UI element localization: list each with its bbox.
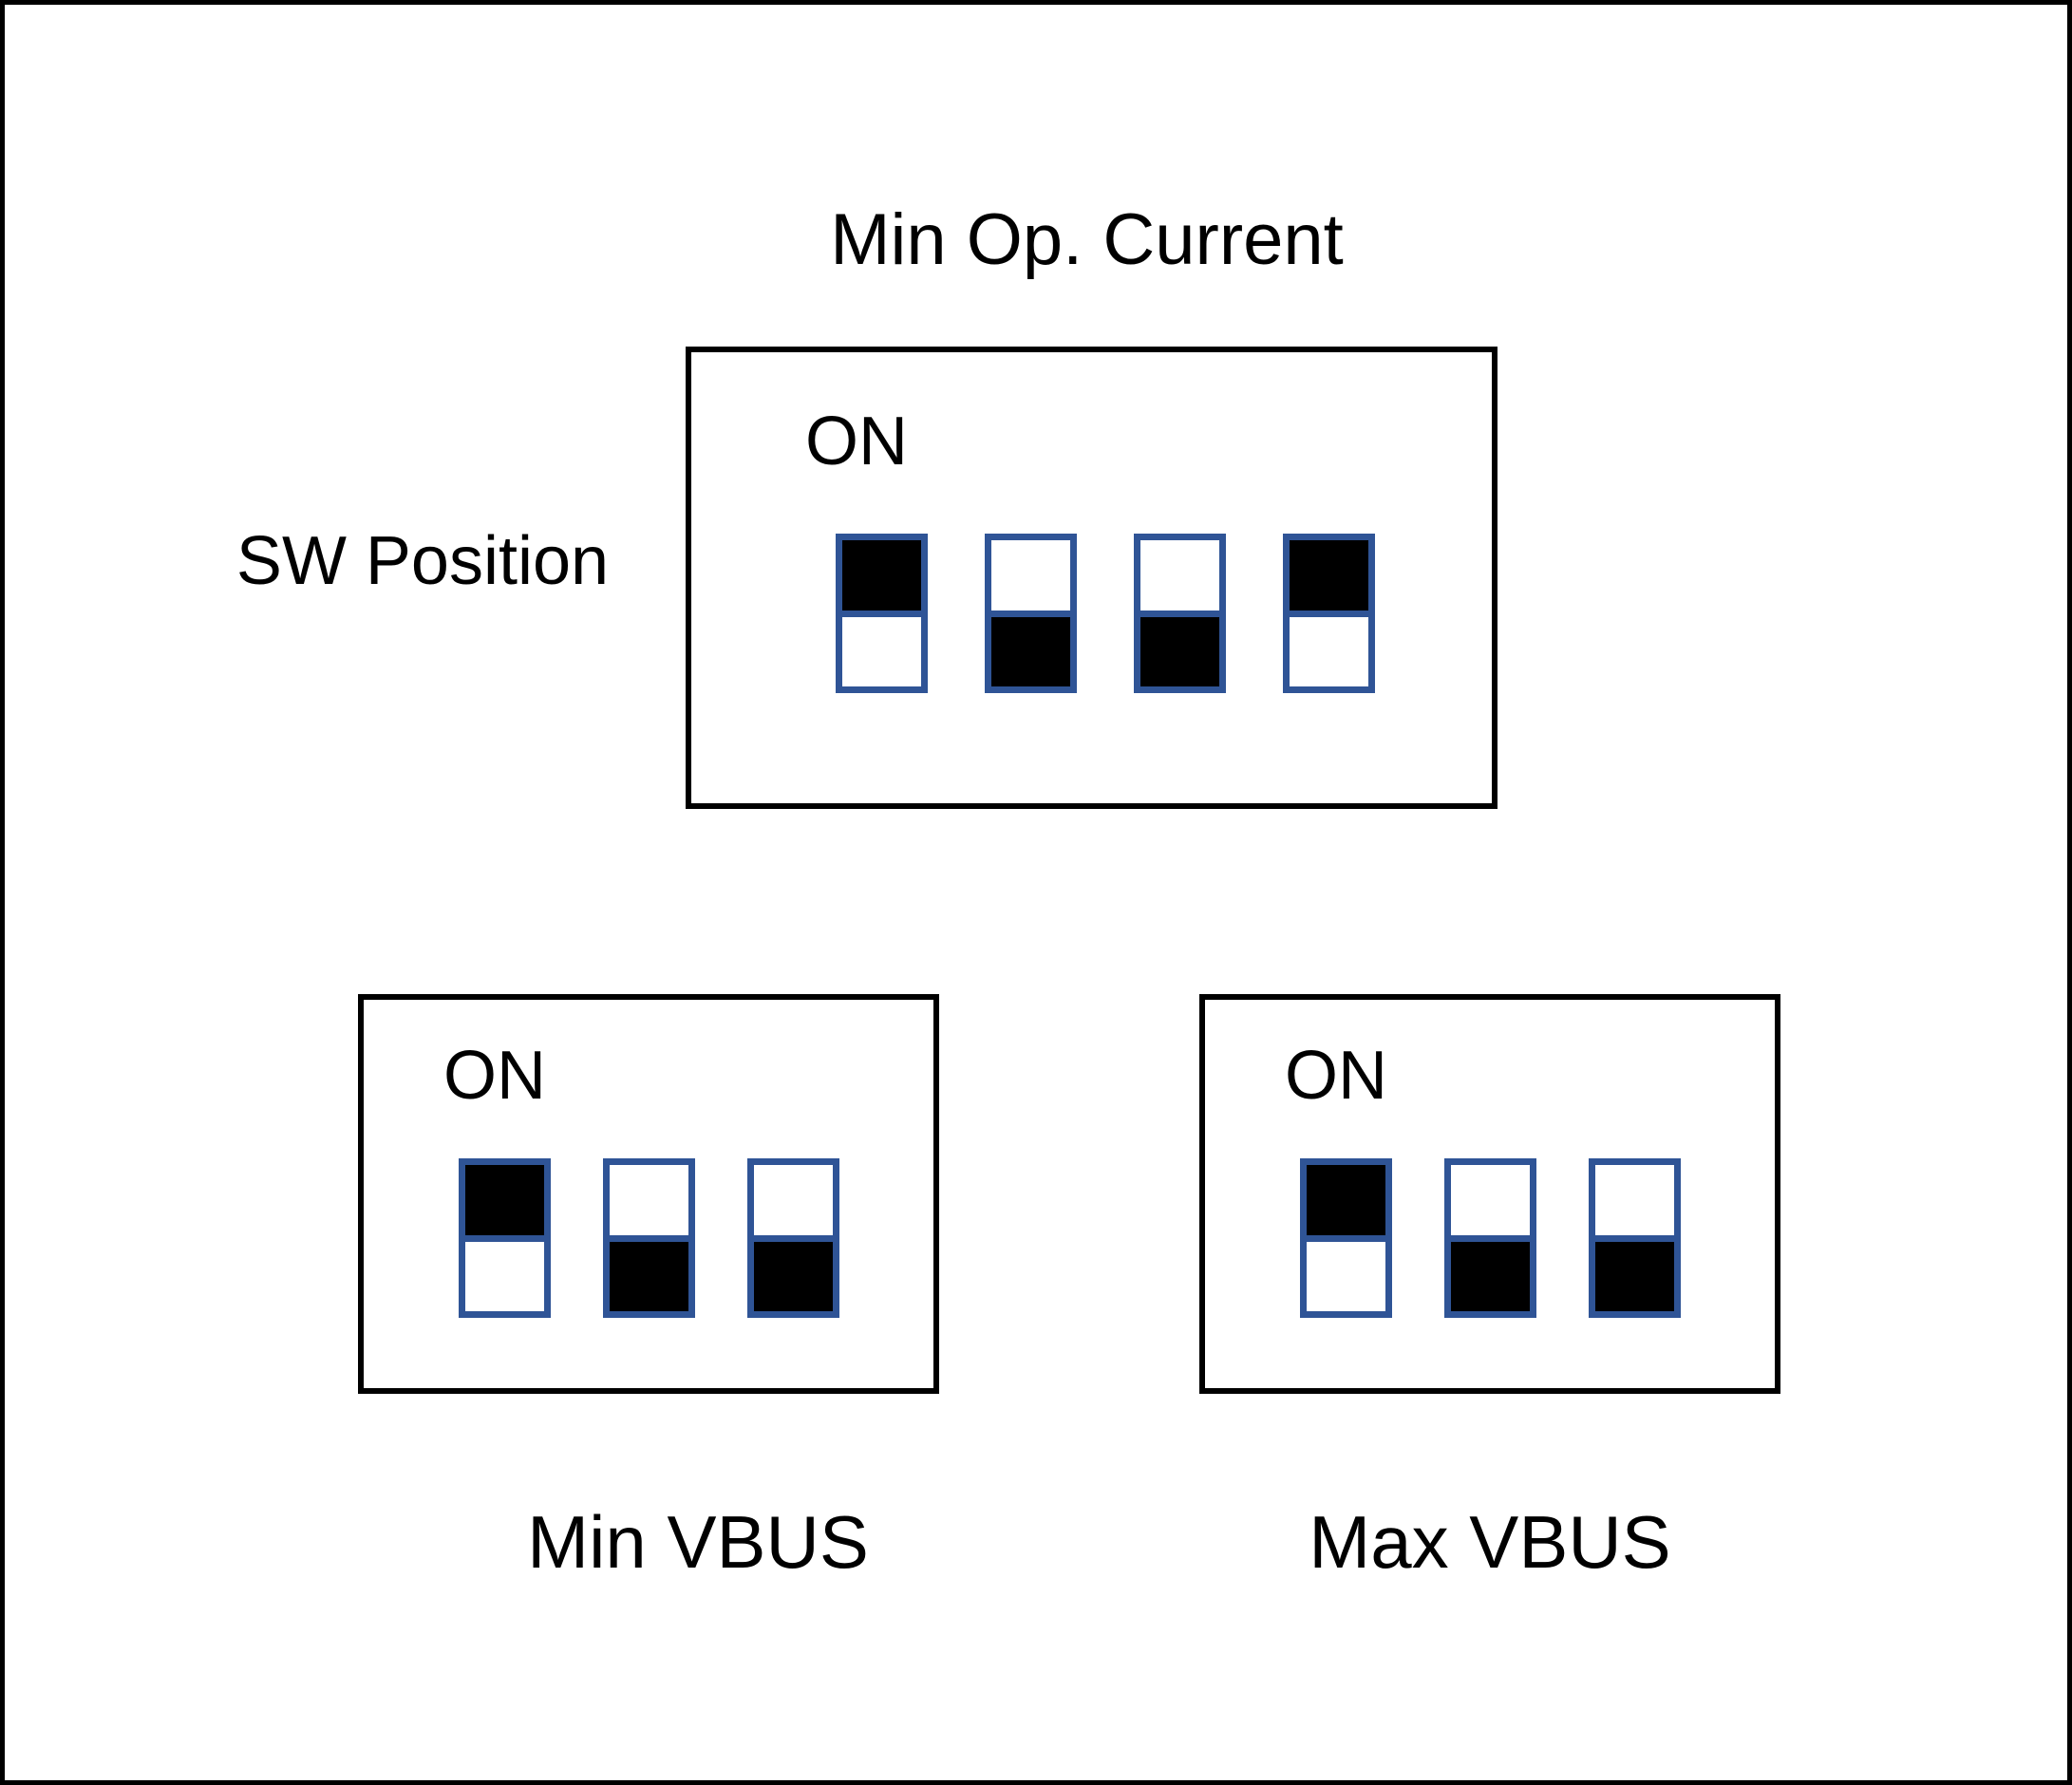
switch-box-min-vbus: ON: [358, 994, 939, 1394]
switch-box-max-vbus: ON: [1199, 994, 1780, 1394]
switch-cell-off-position: [1307, 1241, 1385, 1311]
switch-cell-on-position: [754, 1165, 833, 1242]
switch-cell-off-position: [1451, 1241, 1530, 1311]
switch-cell-on-position: [991, 540, 1070, 617]
dip-switch-1-up: [836, 534, 928, 693]
sw-position-label: SW Position: [235, 523, 610, 599]
switch-cell-off-position: [991, 616, 1070, 686]
switch-cell-off-position: [610, 1241, 688, 1311]
dip-switch-3-down: [747, 1158, 839, 1318]
dip-switch-2-down: [1444, 1158, 1536, 1318]
switch-cell-off-position: [842, 616, 921, 686]
on-label: ON: [443, 1038, 546, 1114]
switch-cell-on-position: [1290, 540, 1368, 617]
dip-switch-3-down: [1134, 534, 1226, 693]
switch-row-min-op-current: [836, 534, 1375, 693]
switch-cell-on-position: [1307, 1165, 1385, 1242]
switch-cell-on-position: [842, 540, 921, 617]
min-vbus-caption: Min VBUS: [527, 1500, 869, 1584]
top-panel-title: Min Op. Current: [830, 199, 1344, 280]
on-label: ON: [805, 404, 908, 479]
switch-cell-off-position: [1140, 616, 1219, 686]
dip-switch-2-down: [603, 1158, 695, 1318]
switch-cell-on-position: [1140, 540, 1219, 617]
switch-cell-off-position: [754, 1241, 833, 1311]
dip-switch-3-down: [1589, 1158, 1681, 1318]
switch-row-max-vbus: [1300, 1158, 1681, 1318]
switch-cell-on-position: [1595, 1165, 1674, 1242]
switch-row-min-vbus: [459, 1158, 839, 1318]
max-vbus-caption: Max VBUS: [1309, 1500, 1671, 1584]
on-label: ON: [1285, 1038, 1387, 1114]
dip-switch-4-up: [1283, 534, 1375, 693]
switch-cell-off-position: [465, 1241, 544, 1311]
switch-cell-on-position: [1451, 1165, 1530, 1242]
dip-switch-1-up: [1300, 1158, 1392, 1318]
switch-cell-off-position: [1595, 1241, 1674, 1311]
switch-cell-on-position: [465, 1165, 544, 1242]
switch-box-min-op-current: ON: [686, 347, 1497, 809]
switch-cell-off-position: [1290, 616, 1368, 686]
dip-switch-1-up: [459, 1158, 551, 1318]
dip-switch-2-down: [985, 534, 1077, 693]
switch-cell-on-position: [610, 1165, 688, 1242]
